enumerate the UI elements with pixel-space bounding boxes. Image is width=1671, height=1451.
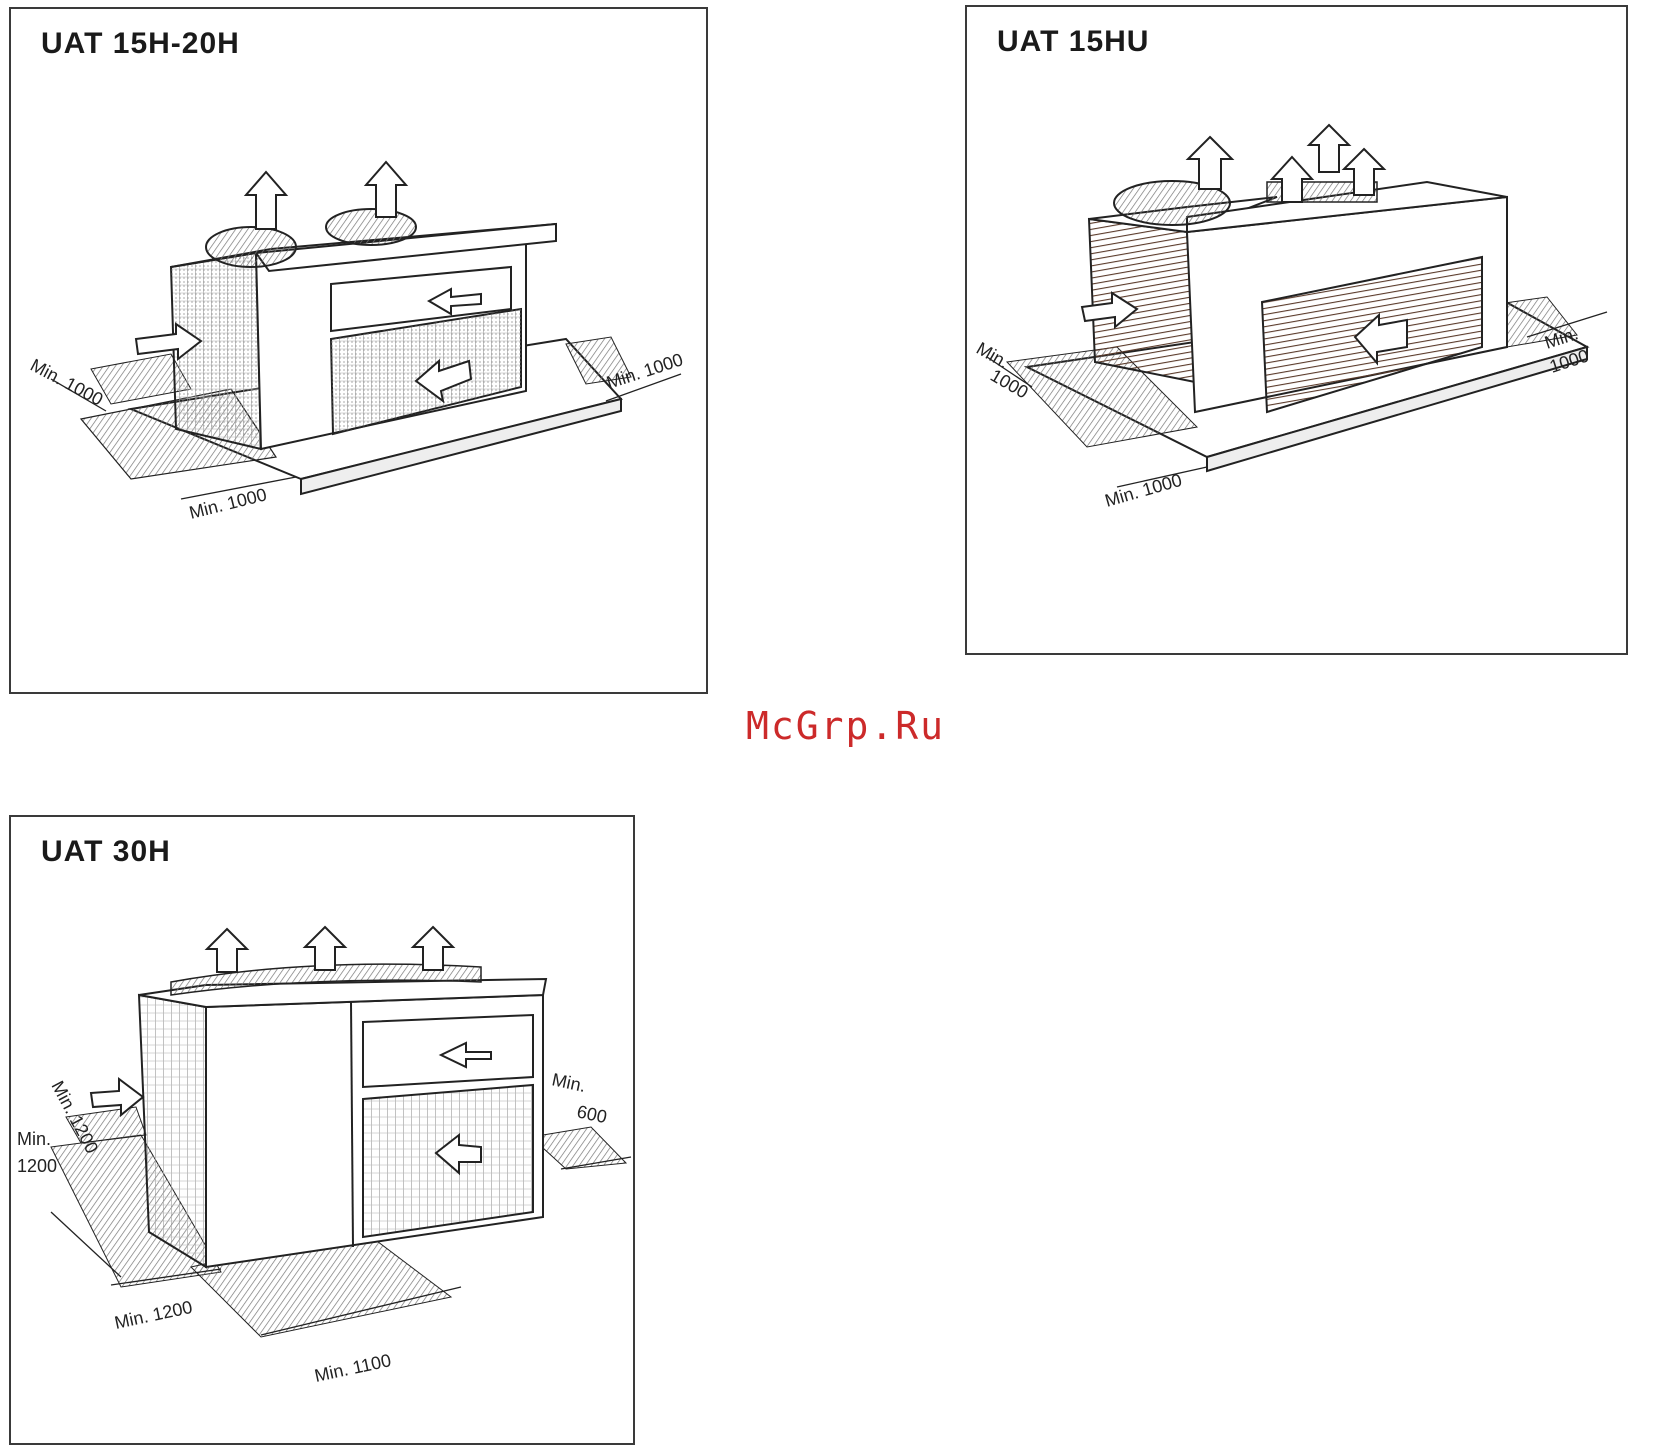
dimension-label-front-left: Min. 1200 xyxy=(113,1297,194,1333)
dimension-label-right-2: 600 xyxy=(575,1101,609,1127)
unit-side-coil xyxy=(139,995,206,1267)
airflow-up-arrow-3 xyxy=(1309,125,1349,172)
panel-uat-15hu: UAT 15HU Min. 1000 Min. 1000 Min. 1000 xyxy=(965,5,1628,655)
unit-diagram: Min. 1000 Min. 1000 Min. 1000 xyxy=(967,7,1628,655)
panel-uat-15h-20h: UAT 15H-20H Min. 1000 M xyxy=(9,7,708,694)
dimension-label-left: Min. 1000 xyxy=(27,355,106,410)
watermark: McGrp.Ru xyxy=(746,704,945,748)
dimension-label-front-right: Min. 1100 xyxy=(313,1350,393,1386)
dimension-label-left-1: Min. xyxy=(17,1129,51,1149)
airflow-up-arrow-1 xyxy=(1188,137,1232,189)
dimension-label-front: Min. 1000 xyxy=(1103,470,1185,511)
clearance-zone-right xyxy=(531,1127,626,1169)
dimension-label-left-1: Min. xyxy=(973,338,1012,372)
unit-side-coil xyxy=(1089,219,1195,382)
airflow-up-arrow-2 xyxy=(305,927,345,970)
dimension-label-right-1: Min. xyxy=(550,1069,587,1096)
airflow-up-arrow-3 xyxy=(413,927,453,970)
unit-diagram: Min. 1200 Min. 1200 Min. 600 Min. 1200 M… xyxy=(11,817,635,1445)
panel-uat-30h: UAT 30H Min. 1200 Min. 1200 Min. 600 xyxy=(9,815,635,1445)
dimension-label-left-2: 1200 xyxy=(17,1156,57,1176)
unit-diagram: Min. 1000 Min. 1000 Min. 1000 xyxy=(11,9,708,694)
airflow-up-arrow-left xyxy=(246,172,286,229)
airflow-up-arrow-1 xyxy=(207,929,247,972)
fan-right xyxy=(326,209,416,245)
fan-left xyxy=(206,227,296,267)
